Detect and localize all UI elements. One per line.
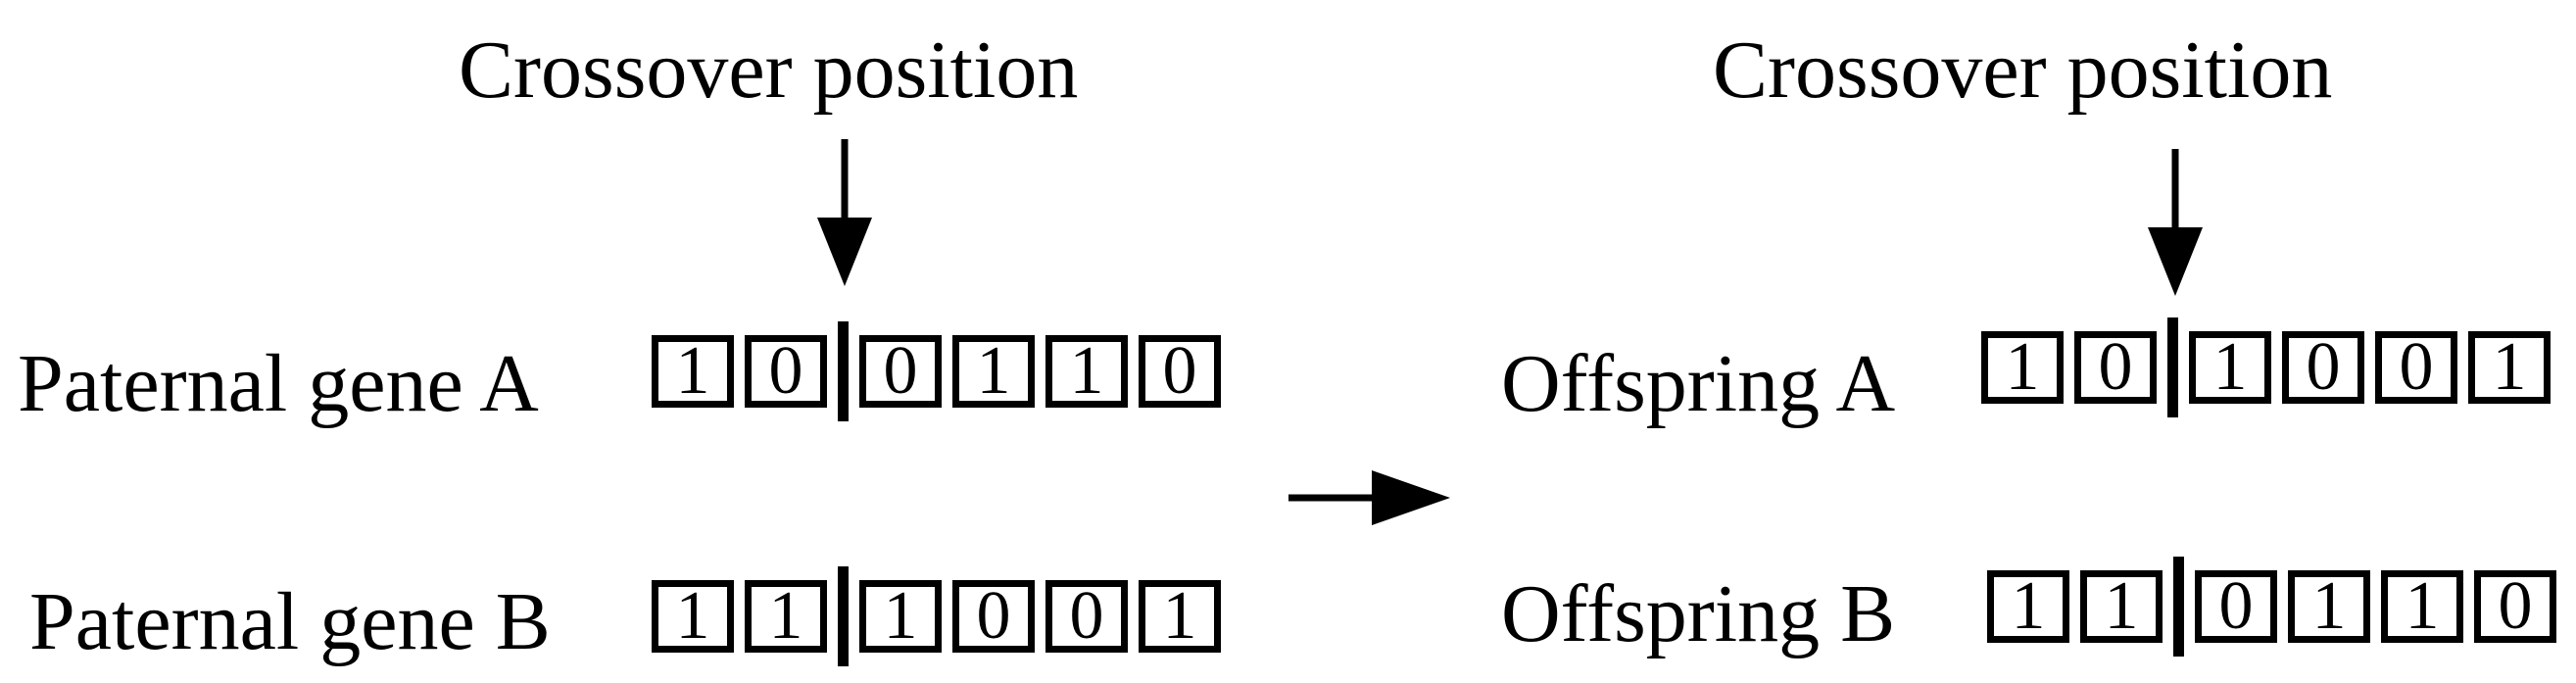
gene-bit: 0 <box>2282 331 2364 404</box>
gene-bit: 1 <box>2189 331 2271 404</box>
crossover-position-label-right: Crossover position <box>1713 24 2333 116</box>
paternal-gene-b-label: Paternal gene B <box>29 576 551 667</box>
gene-bit: 0 <box>1139 335 1221 408</box>
crossover-cut <box>2173 557 2184 657</box>
gene-bit: 1 <box>2468 331 2551 404</box>
gene-bit: 0 <box>745 335 827 408</box>
crossover-arrow-right <box>2148 149 2203 296</box>
offspring-a-label: Offspring A <box>1501 338 1896 429</box>
gene-bit: 1 <box>1045 335 1128 408</box>
gene-bit: 1 <box>2288 570 2370 643</box>
crossover-cut <box>2167 317 2178 417</box>
gene-bit: 1 <box>859 580 942 653</box>
gene-bit: 1 <box>1139 580 1221 653</box>
crossover-arrow-left <box>817 139 872 286</box>
gene-bit: 1 <box>2381 570 2463 643</box>
gene-bit: 1 <box>652 580 734 653</box>
gene-bit: 1 <box>1981 331 2064 404</box>
gene-bit: 0 <box>1045 580 1128 653</box>
gene-bit: 0 <box>2074 331 2157 404</box>
gene-bit: 1 <box>745 580 827 653</box>
crossover-cut <box>838 566 849 666</box>
gene-bit: 1 <box>952 335 1035 408</box>
offspring-b-sequence: 1 1 0 1 1 0 <box>1987 557 2556 657</box>
gene-bit: 0 <box>2375 331 2457 404</box>
gene-bit: 0 <box>2474 570 2556 643</box>
paternal-gene-a-sequence: 1 0 0 1 1 0 <box>652 321 1221 421</box>
paternal-gene-a-label: Paternal gene A <box>18 338 539 429</box>
gene-bit: 0 <box>952 580 1035 653</box>
crossover-position-label-left: Crossover position <box>459 24 1079 116</box>
crossover-cut <box>838 321 849 421</box>
offspring-b-label: Offspring B <box>1501 568 1896 659</box>
gene-bit: 0 <box>2195 570 2277 643</box>
gene-bit: 1 <box>652 335 734 408</box>
transition-arrow <box>1288 470 1450 525</box>
gene-bit: 1 <box>1987 570 2069 643</box>
gene-bit: 1 <box>2080 570 2163 643</box>
paternal-gene-b-sequence: 1 1 1 0 0 1 <box>652 566 1221 666</box>
gene-bit: 0 <box>859 335 942 408</box>
offspring-a-sequence: 1 0 1 0 0 1 <box>1981 317 2551 417</box>
